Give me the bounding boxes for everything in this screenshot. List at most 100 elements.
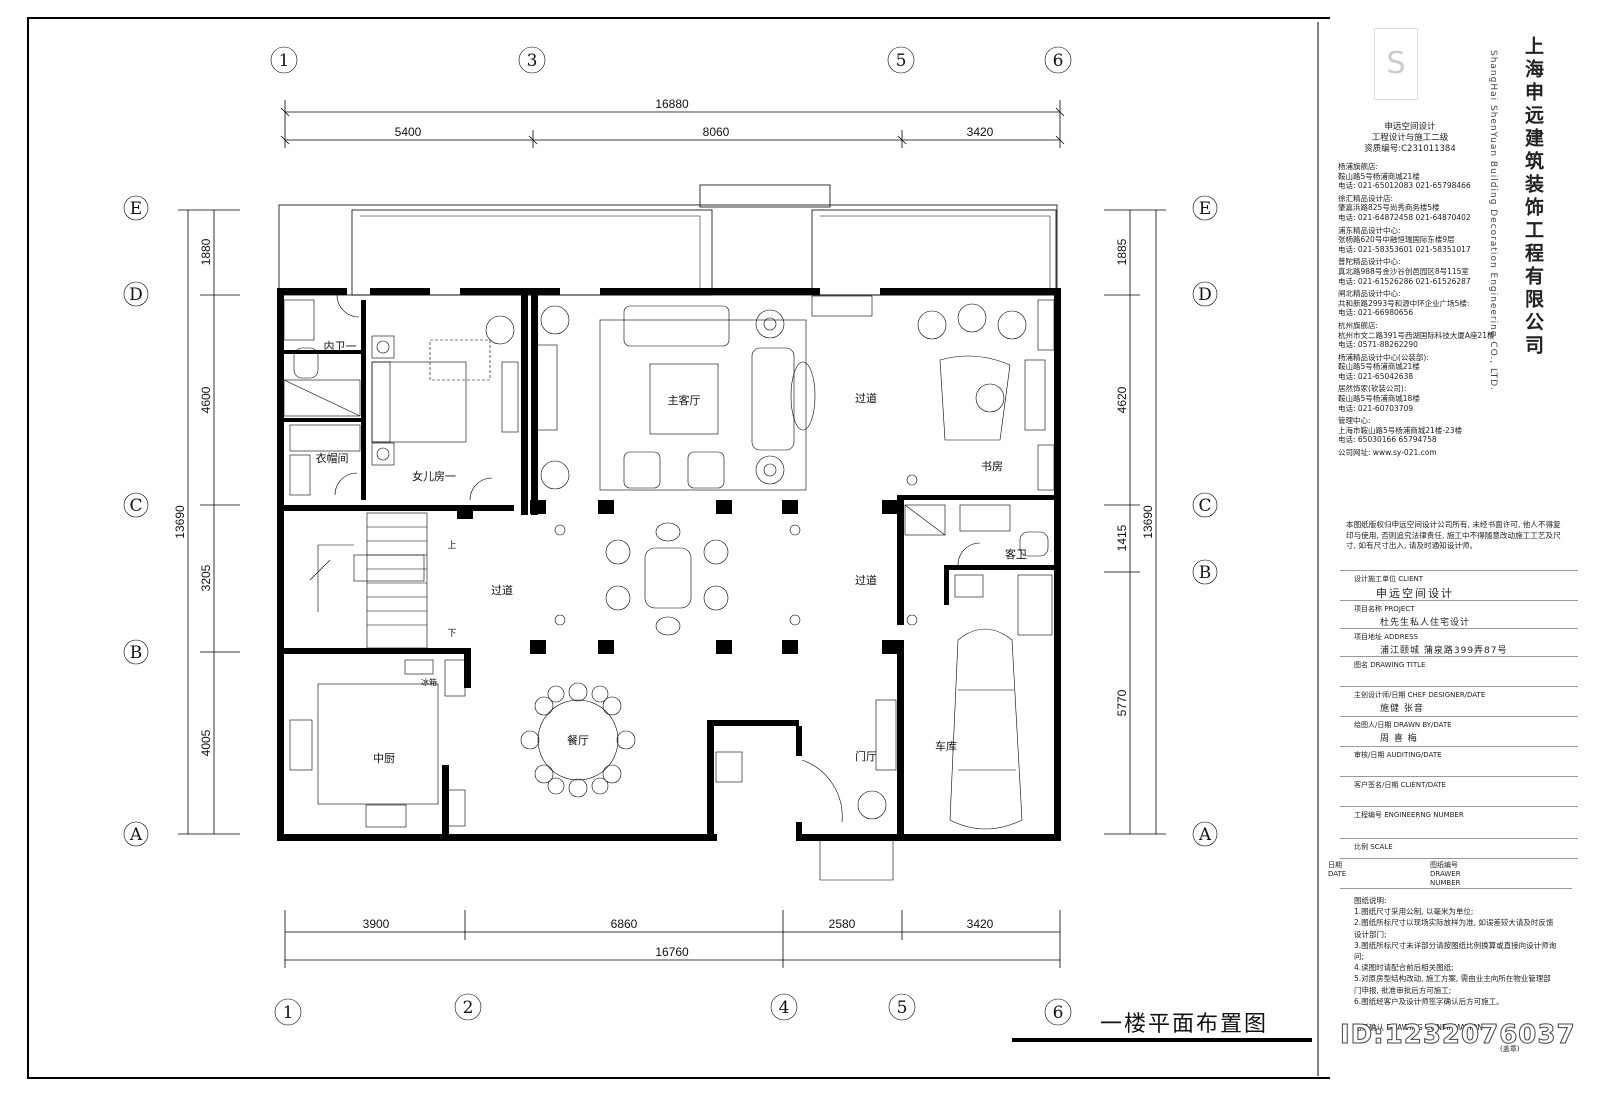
company-name-cn: 上海申远建筑装饰工程有限公司	[1522, 36, 1544, 358]
drawing-notes: 图纸说明: 1.图纸尺寸采用公制, 以毫米为单位; 2.图纸所标尺寸以现场实际放…	[1340, 888, 1572, 1007]
label-foyer: 门厅	[855, 749, 877, 763]
note-item: 4.读图时请配合前后相关图纸;	[1354, 963, 1454, 973]
branch-name: 管理中心:	[1338, 416, 1371, 426]
branch-3: 浦东精品设计中心:张杨路620号中融恒瑞国际东楼9层电话: 021-583536…	[1338, 226, 1538, 255]
field-auditing: 审核/日期 AUDITING/DATE	[1340, 746, 1578, 776]
guest-bath-fixtures	[904, 504, 1049, 566]
axis-left-D: D	[129, 285, 143, 305]
label-study: 书房	[981, 460, 1003, 473]
axis-left-B: B	[130, 643, 143, 663]
field-label: 客户签名/日期 CLIENT/DATE	[1354, 781, 1446, 789]
branch-name: 居然饰家(软装公司):	[1338, 384, 1407, 394]
branch-phone: 电话: 021-66980656	[1338, 308, 1414, 318]
branch-2: 徐汇精品设计店:肇嘉浜路825号尚秀商务楼5楼电话: 021-64872458 …	[1338, 194, 1538, 223]
note-item: 3.图纸所标尺寸未详部分请按图纸比例换算或直接向设计师询问;	[1354, 940, 1557, 962]
label-garage: 车库	[935, 739, 957, 753]
axis-right-D: D	[1198, 285, 1212, 305]
dim-right-2: 4620	[1115, 386, 1129, 413]
dim-left-1: 1880	[199, 238, 213, 265]
branch-list: 杨浦旗舰店:鞍山路5号杨浦商城21楼电话: 021-65012083 021-6…	[1338, 162, 1538, 458]
axis-bottom-1: 1	[283, 1003, 294, 1023]
branch-phone: 电话: 021-60703709	[1338, 403, 1414, 413]
note-item: 1.图纸尺寸采用公制, 以毫米为单位;	[1354, 907, 1474, 917]
branch-phone: 电话: 021-65012083 021-65798466	[1338, 181, 1471, 191]
branch-name: 杭州旗舰店:	[1338, 320, 1379, 330]
label-fridge: 冰箱	[421, 677, 437, 687]
branch-7: 杨浦精品设计中心(公装部):鞍山路5号杨浦商城21楼电话: 021-650426…	[1338, 353, 1538, 382]
label-stair-down: 下	[447, 629, 456, 639]
axis-left-E: E	[130, 199, 142, 219]
dim-right-total: 13690	[1141, 505, 1155, 539]
label-corridor-1: 过道	[855, 391, 877, 405]
field-label: 比例 SCALE	[1354, 843, 1393, 851]
date-number-box: 日期 DATE 图纸编号 DRAWER NUMBER	[1328, 858, 1578, 895]
label-corridor-3: 过道	[491, 583, 513, 597]
branch-address: 鞍山路5号杨浦商城21楼	[1338, 171, 1420, 181]
top-dimension-lines	[280, 100, 1065, 148]
dim-bottom-total: 16760	[655, 945, 689, 959]
branch-address: 张杨路620号中融恒瑞国际东楼9层	[1338, 235, 1455, 245]
dim-bottom-1: 3900	[363, 917, 390, 931]
branch-name: 浦东精品设计中心:	[1338, 225, 1401, 235]
dim-top-3: 3420	[967, 125, 994, 139]
company-website: 公司网址: www.sy-021.com	[1338, 448, 1437, 458]
field-label: 设计施工单位 CLIENT	[1354, 575, 1424, 583]
axis-right-B: B	[1199, 563, 1212, 583]
axis-top-5: 5	[896, 51, 907, 71]
branch-1: 杨浦旗舰店:鞍山路5号杨浦商城21楼电话: 021-65012083 021-6…	[1338, 162, 1538, 191]
dim-bottom-2: 6860	[611, 917, 638, 931]
axis-left-C: C	[129, 496, 142, 516]
axis-bottom-6: 6	[1053, 1003, 1064, 1023]
axis-bottom-4: 4	[779, 998, 790, 1018]
branch-phone: 电话: 021-65042638	[1338, 371, 1414, 381]
branch-name: 徐汇精品设计店:	[1338, 193, 1394, 203]
floor-plan: 1 3 5 6 1 2 4 5 6 E D C B A E D C B A 16…	[27, 17, 1330, 1079]
studio-info: 申远空间设计 工程设计与施工二级 资质编号:C231011384	[1340, 122, 1480, 155]
drawing-confirmation: 图纸确认 DRAWING CONFIRMATION	[1354, 1023, 1484, 1032]
axis-top-3: 3	[527, 51, 538, 71]
branch-name: 杨浦旗舰店:	[1338, 162, 1379, 171]
label-guest-bath: 客卫	[1005, 547, 1027, 561]
axis-bottom-5: 5	[897, 998, 908, 1018]
foyer-details	[715, 699, 897, 881]
branch-address: 共和新路2993号和源中环企业广场5楼:	[1338, 298, 1470, 308]
branch-address: 鞍山路5号杨浦商城21楼	[1338, 362, 1420, 372]
bedroom-furniture	[283, 294, 519, 501]
dim-left-3: 3205	[199, 564, 213, 591]
label-kitchen: 中厨	[373, 752, 395, 765]
title-underline	[1012, 1038, 1312, 1042]
bottom-dimension-lines	[284, 910, 1061, 968]
title-block: S 上海申远建筑装饰工程有限公司 ShangHai ShenYuan Build…	[1328, 22, 1578, 1077]
field-client-sign: 客户签名/日期 CLIENT/DATE	[1340, 776, 1578, 806]
branch-address: 鞍山路5号杨浦商城18楼	[1338, 394, 1420, 404]
label-corridor-2: 过道	[855, 573, 877, 587]
kitchen-fixtures	[289, 659, 466, 828]
field-drawing-title: 图名 DRAWING TITLE	[1340, 656, 1578, 686]
dim-right-1: 1885	[1115, 238, 1129, 265]
field-label: 图名 DRAWING TITLE	[1354, 661, 1426, 669]
note-item: 2.图纸所标尺寸以现场实际放样为准, 如误差较大请及时反馈设计部门;	[1354, 918, 1554, 939]
garage-car	[949, 574, 1053, 830]
axis-top-1: 1	[279, 51, 290, 71]
dim-left-4: 4005	[199, 729, 213, 756]
drawing-title: 一楼平面布置图	[1100, 1012, 1269, 1037]
label-dining: 餐厅	[567, 733, 589, 747]
company-logo-icon: S	[1374, 28, 1418, 100]
sheet-border	[27, 17, 1330, 1079]
branch-address: 肇嘉浜路825号尚秀商务楼5楼	[1338, 203, 1440, 213]
studio-grade: 工程设计与施工二级	[1371, 133, 1449, 143]
branch-5: 闸北精品设计中心:共和新路2993号和源中环企业广场5楼:电话: 021-669…	[1338, 289, 1538, 318]
copyright-notice: 本图纸版权归申远空间设计公司所有, 未经书面许可, 他人不得复印与使用, 否则追…	[1346, 520, 1561, 550]
living-furniture	[485, 295, 873, 491]
field-value: 周 喜 梅	[1380, 734, 1418, 744]
staircase	[309, 512, 428, 649]
field-label: 审核/日期 AUDITING/DATE	[1354, 751, 1442, 759]
axis-bottom-2: 2	[463, 998, 474, 1018]
field-engineering-number: 工程编号 ENGINEERNG NUMBER	[1340, 806, 1578, 838]
label-inner-bath: 内卫一	[324, 339, 357, 353]
field-scale: 比例 SCALE	[1340, 838, 1578, 858]
